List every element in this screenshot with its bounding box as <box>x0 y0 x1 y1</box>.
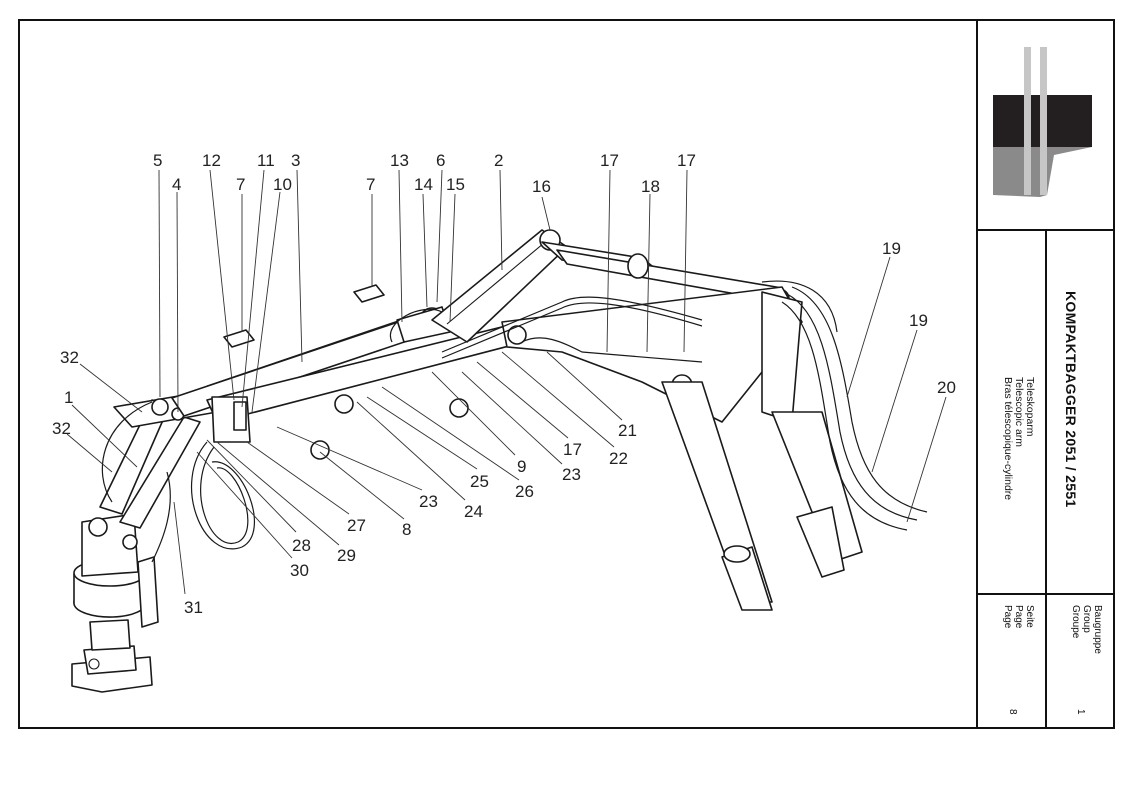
callout: 17 <box>600 151 619 170</box>
group-value: 1 <box>1075 709 1086 715</box>
description-en: Telescopic arm <box>1013 377 1025 448</box>
page-value: 8 <box>1007 709 1018 715</box>
group-label-en: Group <box>1081 605 1092 633</box>
group-labels: Baugruppe Group Groupe <box>1070 605 1103 654</box>
page-label-de: Seite <box>1024 605 1035 628</box>
callout: 7 <box>366 175 375 194</box>
upper-arm <box>431 229 793 343</box>
group-label-de: Baugruppe <box>1092 605 1103 654</box>
callout: 14 <box>414 175 433 194</box>
callout: 12 <box>202 151 221 170</box>
callout: 30 <box>290 561 309 580</box>
hydraulic-hoses <box>101 280 928 563</box>
leader-lines <box>66 169 947 595</box>
callout: 32 <box>60 348 79 367</box>
callout: 23 <box>419 492 438 511</box>
callout: 5 <box>153 151 162 170</box>
callout: 20 <box>937 378 956 397</box>
callout: 7 <box>236 175 245 194</box>
callout: 32 <box>52 419 71 438</box>
telescopic-section <box>501 286 863 611</box>
title-block: KOMPAKTBAGGER 2051 / 2551 Teleskoparm Te… <box>976 19 1115 729</box>
callout: 29 <box>337 546 356 565</box>
callout: 21 <box>618 421 637 440</box>
callout: 24 <box>464 502 483 521</box>
page-labels: Seite Page Page <box>1002 605 1035 628</box>
description-fr: Bras télescopique-cylindre <box>1002 377 1014 501</box>
callout: 23 <box>562 465 581 484</box>
callout-numbers: 5 12 11 3 7 10 4 7 13 14 15 6 2 16 17 18… <box>52 151 956 617</box>
callout: 2 <box>494 151 503 170</box>
callout: 19 <box>882 239 901 258</box>
description-de: Teleskoparm <box>1024 377 1036 437</box>
loose-parts <box>223 284 385 348</box>
page-label-fr: Page <box>1002 605 1013 629</box>
drawing-sheet: 5 12 11 3 7 10 4 7 13 14 15 6 2 16 17 18… <box>18 19 1115 729</box>
callout: 9 <box>517 457 526 476</box>
model-title: KOMPAKTBAGGER 2051 / 2551 <box>1063 291 1079 508</box>
group-label-fr: Groupe <box>1070 605 1081 639</box>
boom-foot <box>99 391 218 529</box>
callout: 22 <box>609 449 628 468</box>
callout: 1 <box>64 388 73 407</box>
callout: 15 <box>446 175 465 194</box>
callout: 25 <box>470 472 489 491</box>
callout: 8 <box>402 520 411 539</box>
callout: 17 <box>677 151 696 170</box>
callout: 11 <box>257 151 275 170</box>
callout: 26 <box>515 482 534 501</box>
swing-base <box>71 513 159 693</box>
callout: 13 <box>390 151 409 170</box>
page-label-en: Page <box>1013 605 1024 629</box>
description-block: Teleskoparm Telescopic arm Bras télescop… <box>1002 377 1036 501</box>
callout: 28 <box>292 536 311 555</box>
callout: 16 <box>532 177 551 196</box>
callout: 19 <box>909 311 928 330</box>
callout: 3 <box>291 151 300 170</box>
callout: 18 <box>641 177 660 196</box>
callout: 31 <box>184 598 203 617</box>
callout: 17 <box>563 440 582 459</box>
telescopic-arm-drawing: 5 12 11 3 7 10 4 7 13 14 15 6 2 16 17 18… <box>52 151 956 693</box>
callout: 6 <box>436 151 445 170</box>
company-logo <box>993 47 1092 197</box>
callout: 27 <box>347 516 366 535</box>
callout: 4 <box>172 175 181 194</box>
callout: 10 <box>273 175 292 194</box>
